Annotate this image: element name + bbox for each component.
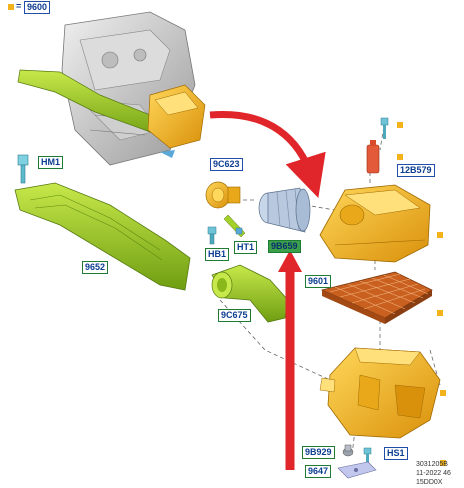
engine-clip-icon: [160, 150, 175, 158]
sensor-ht1-part: [223, 214, 246, 238]
marker-square: [8, 4, 14, 10]
sensor-12b579-part: [366, 140, 380, 174]
marker-square: [437, 232, 443, 238]
air-cleaner-lower-housing: [319, 347, 441, 439]
screw-upper-part: [380, 117, 389, 139]
reference-line-3: 15DD0X: [416, 479, 443, 486]
clip-hm1-part: [17, 154, 29, 184]
callout-9c675[interactable]: 9C675: [218, 309, 251, 322]
callout-9b659[interactable]: 9B659: [268, 240, 301, 253]
equals-symbol: =: [16, 1, 22, 11]
grommet-9b929-part: [342, 444, 354, 457]
marker-square: [440, 390, 446, 396]
marker-square: [440, 460, 446, 466]
marker-square: [397, 122, 403, 128]
bolt-hb1-part: [207, 226, 217, 245]
callout-ht1[interactable]: HT1: [234, 241, 258, 254]
reference-line-1: 3031205B: [416, 461, 448, 468]
reference-line-2: 11-2022 46: [416, 470, 451, 477]
callout-hs1[interactable]: HS1: [384, 447, 408, 460]
callout-hb1[interactable]: HB1: [205, 248, 230, 261]
callout-9647[interactable]: 9647: [305, 465, 332, 478]
reference-code: 3031205B 11-2022 46 15DD0X: [416, 460, 451, 487]
callout-9601[interactable]: 9601: [305, 275, 332, 288]
air-inlet-duct-9652: [14, 182, 191, 291]
bracket-9647-part: [337, 461, 377, 479]
sensor-housing-9c623: [205, 181, 241, 209]
marker-square: [437, 310, 443, 316]
callout-9c623[interactable]: 9C623: [210, 158, 243, 171]
screw-hs1-part: [363, 447, 372, 466]
marker-square: [397, 154, 403, 160]
callout-12b579[interactable]: 12B579: [397, 164, 435, 177]
elbow-hose-9c675: [211, 264, 289, 323]
red-curved-arrow: [209, 110, 326, 199]
callout-9652[interactable]: 9652: [82, 261, 109, 274]
callout-hm1[interactable]: HM1: [38, 156, 64, 169]
bellows-hose-9b659: [258, 187, 311, 233]
callout-9b929[interactable]: 9B929: [302, 446, 335, 459]
filter-element-9601: [320, 271, 433, 324]
callout-9600[interactable]: 9600: [24, 1, 51, 14]
air-cleaner-cover: [319, 184, 431, 263]
